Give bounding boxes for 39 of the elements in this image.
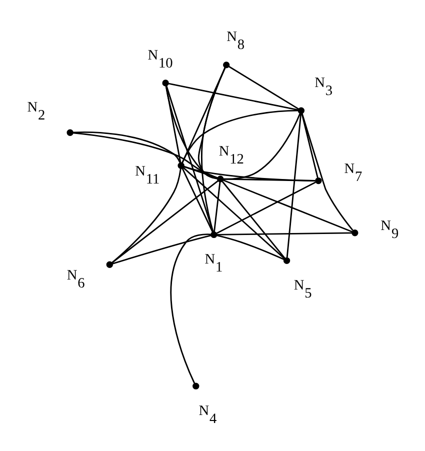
node-circle <box>66 129 74 136</box>
connector <box>222 179 352 232</box>
node-circle <box>192 382 200 390</box>
node-circle <box>210 231 218 238</box>
node-circle <box>283 257 290 264</box>
connector <box>301 113 318 178</box>
node-circle <box>217 176 224 182</box>
connector <box>166 86 214 232</box>
connector <box>198 67 226 180</box>
connector <box>170 234 211 384</box>
connector <box>112 180 218 264</box>
connector <box>301 113 354 231</box>
connector <box>216 182 316 234</box>
node-circle <box>162 80 169 86</box>
node-circle <box>222 62 230 68</box>
connector <box>184 166 316 182</box>
connector <box>222 181 286 259</box>
connector <box>286 114 302 258</box>
node-circle <box>178 162 184 169</box>
connector <box>168 82 298 111</box>
node-circle <box>298 107 305 114</box>
connector <box>73 132 218 179</box>
node-circle <box>352 230 358 236</box>
connector <box>223 178 316 182</box>
connector <box>216 234 284 260</box>
connector <box>165 86 218 180</box>
connector <box>182 110 298 164</box>
connector <box>184 166 218 179</box>
connector <box>216 232 352 236</box>
connector <box>73 132 181 163</box>
connector <box>182 168 214 232</box>
connector <box>214 182 221 232</box>
connector <box>182 167 286 260</box>
connector <box>165 86 182 163</box>
connector <box>112 234 212 264</box>
node-circle <box>106 261 113 268</box>
connector <box>112 168 182 264</box>
node-circle <box>315 177 322 184</box>
connector <box>228 66 300 110</box>
